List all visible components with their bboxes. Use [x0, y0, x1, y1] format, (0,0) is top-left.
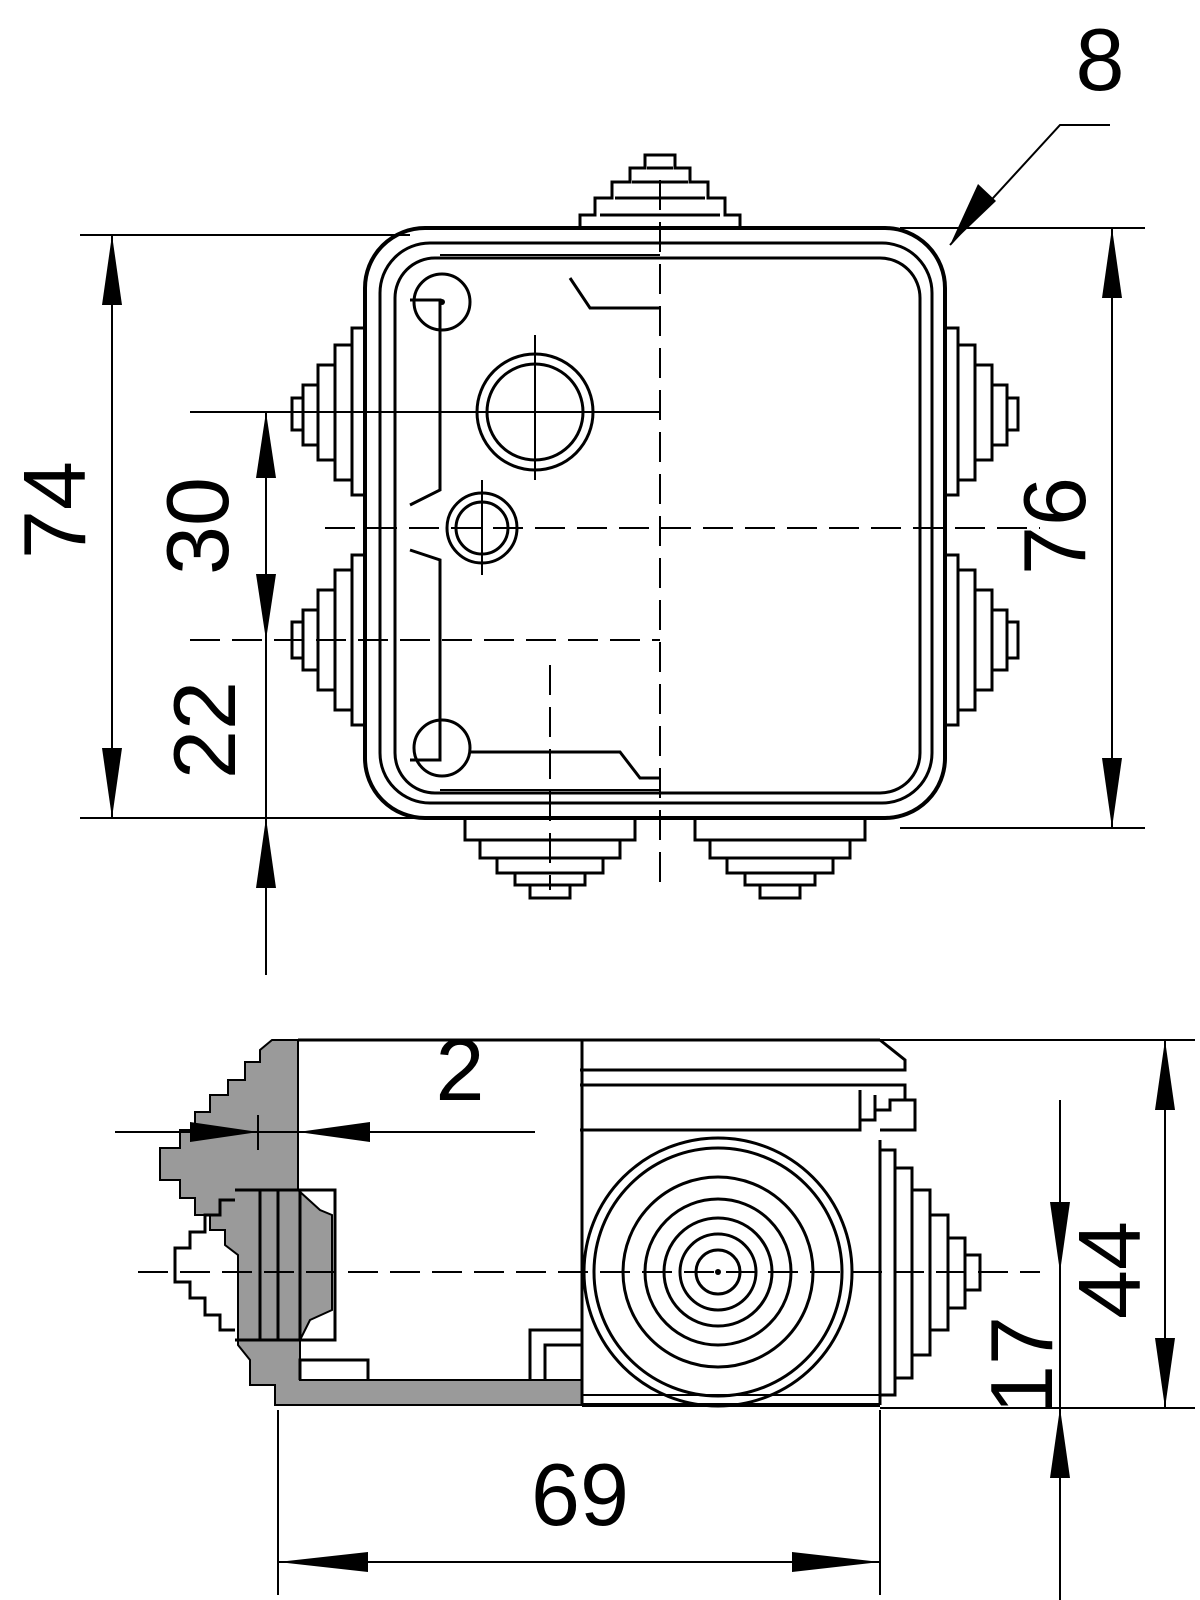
gland-right-lower: [945, 553, 1020, 727]
arrow-69-right: [792, 1552, 880, 1572]
dimension-label-30: 30: [148, 477, 247, 575]
base-inner-bracket: [298, 1328, 582, 1380]
dimension-label-69: 69: [531, 1445, 629, 1544]
gland-left-lower: [290, 553, 365, 727]
screw-boss-bottom: [412, 718, 472, 778]
inner-left-wall: [409, 298, 442, 762]
section-wall-gray: [159, 1039, 583, 1406]
dimension-label-74: 74: [5, 461, 104, 559]
top-view: [190, 153, 1040, 900]
gland-left-upper: [290, 326, 365, 497]
arrow-44-top: [1155, 1040, 1175, 1110]
arrow-74-top: [102, 235, 122, 305]
side-view: [138, 1038, 1040, 1408]
box-outer-outline: [363, 226, 947, 820]
side-view-dimensions: 2 44 17 69: [115, 1020, 1195, 1600]
dimension-label-17: 17: [972, 1316, 1071, 1414]
gland-right-upper: [945, 326, 1020, 497]
arrow-17-bottom: [1050, 1408, 1070, 1478]
inner-bottom-rail: [470, 750, 660, 780]
arrow-30-top: [256, 412, 276, 478]
dimension-label-44: 44: [1060, 1221, 1159, 1319]
arrow-76-top: [1102, 228, 1122, 298]
dimension-label-22: 22: [155, 681, 254, 779]
lid-rim-outline: [393, 256, 922, 795]
screw-hole-top: [439, 299, 445, 305]
gland-bottom-left: [463, 818, 637, 900]
round-gland-ring-1: [592, 1146, 844, 1398]
section-gland-inner: [235, 1188, 337, 1342]
arrow-76-bottom: [1102, 758, 1122, 828]
dimension-label-2: 2: [436, 1020, 485, 1119]
inner-top-rail: [568, 277, 660, 310]
screw-boss-top: [412, 272, 472, 332]
arrow-74-bottom: [102, 748, 122, 818]
lid-stepped-edge: [580, 1038, 917, 1132]
arrow-69-left: [278, 1552, 368, 1572]
top-view-dimensions: 74 30 22 76 8: [5, 10, 1145, 975]
dimension-label-8: 8: [1076, 10, 1125, 109]
arrow-22-bottom: [256, 818, 276, 888]
gland-top: [578, 153, 742, 228]
gland-bottom-right: [693, 818, 867, 900]
arrow-17-top: [1050, 1202, 1070, 1272]
round-gland-center: [715, 1269, 721, 1275]
arrow-8: [950, 184, 996, 245]
section-gland-steps: [173, 1198, 235, 1332]
dimension-label-76: 76: [1005, 477, 1104, 575]
box-inner-outline: [378, 241, 934, 805]
arrow-2-left: [190, 1122, 258, 1142]
arrow-30-bottom: [256, 574, 276, 640]
arrow-2-right: [298, 1122, 370, 1142]
arrow-44-bottom: [1155, 1338, 1175, 1408]
